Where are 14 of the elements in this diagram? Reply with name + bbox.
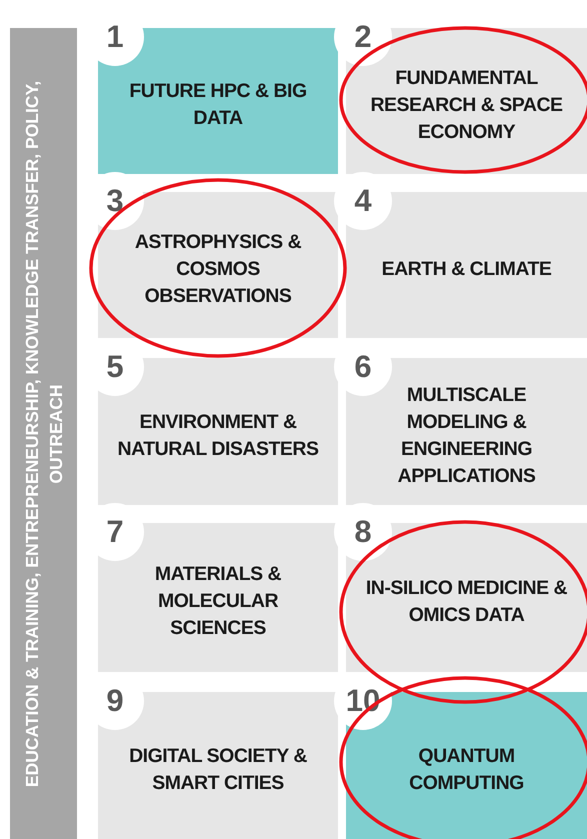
side-band <box>10 28 77 839</box>
topic-title: FUTURE HPC & BIG DATA <box>128 79 308 131</box>
number-badge: 4 <box>334 172 392 230</box>
topic-title: ASTROPHYSICS & COSMOS OBSERVATIONS <box>134 230 302 308</box>
topic-title: QUANTUM COMPUTING <box>408 744 525 796</box>
number-badge: 8 <box>334 503 392 561</box>
topic-title: DIGITAL SOCIETY & SMART CITIES <box>128 744 308 796</box>
topic-title: FUNDAMENTAL RESEARCH & SPACE ECONOMY <box>369 66 564 144</box>
topic-title: MULTISCALE MODELING & ENGINEERING APPLICATIONS <box>396 382 536 488</box>
band-label: EDUCATION & TRAINING, ENTREPRENEURSHIP, KNOWLEDGE TRANSFER, POLICY, OUTREACH <box>20 79 66 789</box>
topic-title: ENVIRONMENT & NATURAL DISASTERS <box>116 410 320 462</box>
topic-title: IN-SILICO MEDICINE & OMICS DATA <box>364 576 568 628</box>
topic-title: EARTH & CLIMATE <box>382 256 552 282</box>
topic-title: MATERIALS & MOLECULAR SCIENCES <box>154 562 282 641</box>
